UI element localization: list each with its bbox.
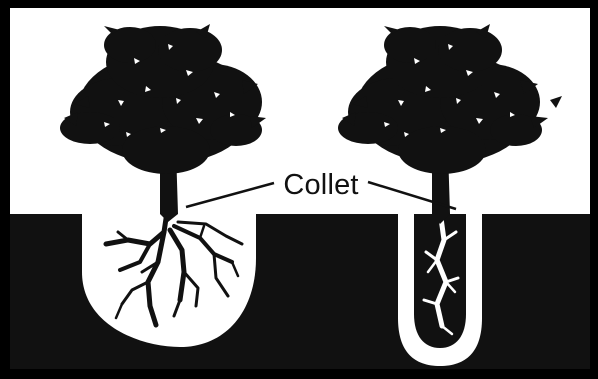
right-root-plug bbox=[414, 214, 466, 348]
collet-label: Collet bbox=[283, 169, 358, 201]
